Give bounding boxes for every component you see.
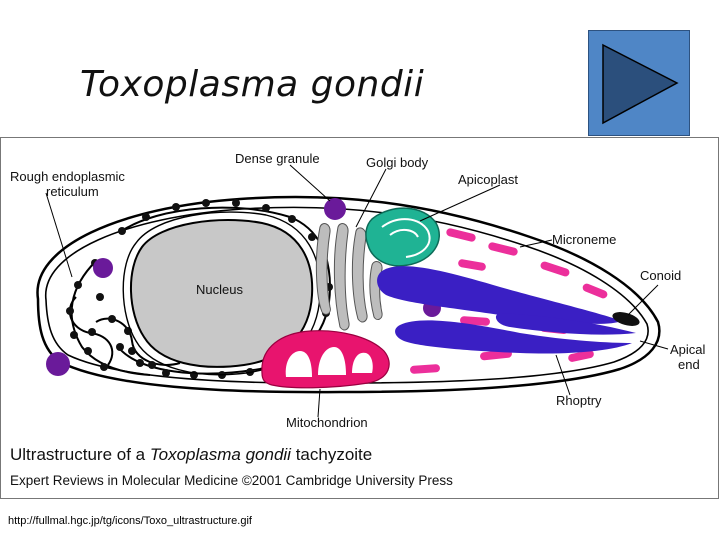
apicoplast: [365, 207, 441, 267]
label-golgi-body: Golgi body: [366, 155, 429, 170]
label-microneme: Microneme: [552, 232, 616, 247]
label-dense-granule: Dense granule: [235, 151, 320, 166]
caption-prefix: Ultrastructure of a: [10, 445, 150, 464]
golgi-body: [315, 223, 383, 331]
label-nucleus: Nucleus: [196, 282, 243, 297]
source-url[interactable]: http://fullmal.hgc.jp/tg/icons/Toxo_ultr…: [8, 515, 252, 527]
ultrastructure-diagram: Nucleus: [0, 137, 719, 499]
label-conoid: Conoid: [640, 268, 681, 283]
label-rough-er-line2: reticulum: [46, 184, 99, 199]
mitochondrion: [261, 330, 390, 389]
caption-species: Toxoplasma gondii: [150, 445, 292, 464]
leader-lines: [45, 164, 669, 418]
label-apicoplast: Apicoplast: [458, 172, 518, 187]
slide-title: Toxoplasma gondii: [80, 64, 425, 105]
label-apical-end-line1: Apical: [670, 342, 706, 357]
play-triangle-icon: [602, 43, 679, 125]
label-mitochondrion: Mitochondrion: [286, 415, 368, 430]
figure-credit: Expert Reviews in Molecular Medicine ©20…: [10, 473, 453, 488]
next-slide-button[interactable]: [588, 30, 690, 136]
figure-caption: Ultrastructure of a Toxoplasma gondii ta…: [10, 445, 372, 464]
label-rough-er-line1: Rough endoplasmic: [10, 169, 125, 184]
rhoptries: [377, 266, 636, 354]
caption-suffix: tachyzoite: [291, 445, 372, 464]
nucleus: Nucleus: [122, 211, 321, 376]
label-apical-end-line2: end: [678, 357, 700, 372]
dense-granules: [46, 198, 441, 376]
conoid: [612, 312, 640, 326]
label-rhoptry: Rhoptry: [556, 393, 602, 408]
